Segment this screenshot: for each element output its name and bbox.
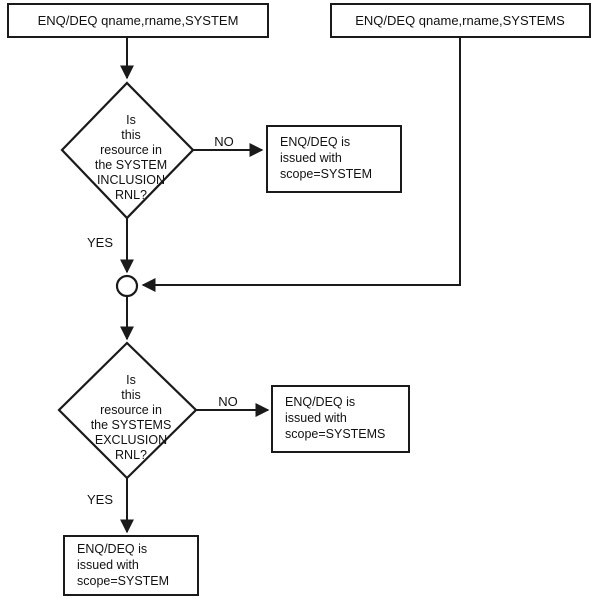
process-scope-system-final-box	[63, 535, 199, 596]
process3-line-1: ENQ/DEQ is	[77, 542, 147, 556]
decision2-line-4: the SYSTEMS	[91, 418, 172, 432]
decision1-yes-label: YES	[87, 235, 113, 250]
process3-line-3: scope=SYSTEM	[77, 574, 169, 588]
process3-line-2: issued with	[77, 558, 139, 572]
process-scope-systems-no2-box	[271, 385, 410, 453]
decision2-yes-label: YES	[87, 492, 113, 507]
decision1-line-1: Is	[126, 113, 136, 127]
start-node-system-box	[7, 3, 269, 38]
decision2-line-6: RNL?	[115, 448, 147, 462]
process2-line-1: ENQ/DEQ is	[285, 395, 355, 409]
process-scope-systems-no2[interactable]: ENQ/DEQ is issued with scope=SYSTEMS	[271, 385, 410, 453]
decision1-line-2: this	[121, 128, 140, 142]
start-node-systems[interactable]: ENQ/DEQ qname,rname,SYSTEMS	[330, 3, 591, 38]
start-node-systems-label: ENQ/DEQ qname,rname,SYSTEMS	[355, 13, 565, 28]
decision1-line-5: INCLUSION	[97, 173, 165, 187]
decision1-line-6: RNL?	[115, 188, 147, 202]
decision2-line-5: EXCLUSION	[95, 433, 167, 447]
decision2-no-label: NO	[218, 394, 238, 409]
decision1-line-4: the SYSTEM	[95, 158, 167, 172]
process-scope-system-final[interactable]: ENQ/DEQ is issued with scope=SYSTEM	[63, 535, 199, 596]
process1-line-1: ENQ/DEQ is	[280, 135, 350, 149]
decision1-line-3: resource in	[100, 143, 162, 157]
decision2-line-2: this	[121, 388, 140, 402]
start-node-system-label: ENQ/DEQ qname,rname,SYSTEM	[38, 13, 239, 28]
process-scope-system-no1[interactable]: ENQ/DEQ is issued with scope=SYSTEM	[266, 125, 402, 193]
decision1-no-label: NO	[214, 134, 234, 149]
decision-systems-exclusion[interactable]: Is this resource in the SYSTEMS EXCLUSIO…	[57, 341, 198, 480]
process2-line-3: scope=SYSTEMS	[285, 427, 385, 441]
decision2-line-1: Is	[126, 373, 136, 387]
connector-start2-to-junction	[141, 37, 461, 292]
process1-line-2: issued with	[280, 151, 342, 165]
process-scope-system-no1-box	[266, 125, 402, 193]
decision-system-inclusion[interactable]: Is this resource in the SYSTEM INCLUSION…	[60, 81, 195, 220]
process2-line-2: issued with	[285, 411, 347, 425]
decision2-line-3: resource in	[100, 403, 162, 417]
process1-line-3: scope=SYSTEM	[280, 167, 372, 181]
merge-junction[interactable]	[115, 274, 139, 298]
start-node-system[interactable]: ENQ/DEQ qname,rname,SYSTEM	[7, 3, 269, 38]
